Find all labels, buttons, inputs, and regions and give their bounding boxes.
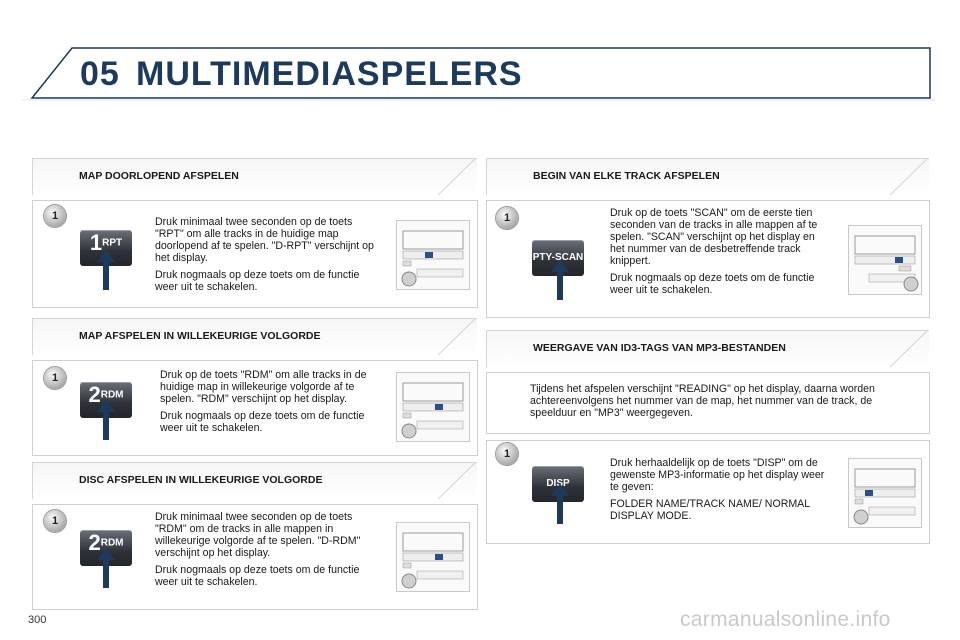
radio-panel-illustration — [848, 458, 922, 528]
section-header-map-willekeurig: MAP AFSPELEN IN WILLEKEURIGE VOLGORDE — [32, 318, 477, 356]
radio-panel-illustration — [396, 522, 470, 592]
section-text: Druk minimaal twee seconden op de toets … — [155, 511, 361, 588]
step-number-badge: 1 — [44, 510, 66, 532]
step-number-badge: 1 — [44, 205, 66, 227]
up-arrow-icon — [97, 250, 115, 290]
section-text: Druk minimaal twee seconden op de toets … — [155, 216, 374, 293]
radio-panel-illustration — [396, 220, 470, 290]
up-arrow-icon — [551, 484, 569, 524]
section-text: Druk op de toets "SCAN" om de eerste tie… — [610, 207, 818, 296]
section-title: MAP DOORLOPEND AFSPELEN — [79, 170, 239, 182]
section-title: DISC AFSPELEN IN WILLEKEURIGE VOLGORDE — [79, 474, 323, 486]
section-header-id3-tags: WEERGAVE VAN ID3-TAGS VAN MP3-BESTANDEN — [486, 330, 929, 368]
radio-panel-illustration — [848, 225, 922, 295]
section-header-map-doorlopend: MAP DOORLOPEND AFSPELEN — [32, 158, 477, 196]
chapter-title: MULTIMEDIASPELERS — [136, 55, 523, 93]
up-arrow-icon — [551, 260, 569, 300]
section-intro-text: Tijdens het afspelen verschijnt "READING… — [530, 383, 875, 419]
watermark: carmanualsonline.info — [680, 608, 891, 631]
section-title: MAP AFSPELEN IN WILLEKEURIGE VOLGORDE — [79, 330, 321, 342]
section-title: WEERGAVE VAN ID3-TAGS VAN MP3-BESTANDEN — [533, 342, 786, 354]
section-intro-box — [486, 372, 930, 434]
up-arrow-icon — [97, 548, 115, 588]
step-number-badge: 1 — [496, 443, 518, 465]
step-number-badge: 1 — [496, 207, 518, 229]
chapter-number: 05 — [80, 55, 120, 93]
header-frame — [22, 47, 935, 101]
section-title: BEGIN VAN ELKE TRACK AFSPELEN — [533, 170, 720, 182]
radio-panel-illustration — [396, 372, 470, 442]
section-header-begin-track: BEGIN VAN ELKE TRACK AFSPELEN — [486, 158, 929, 196]
section-header-disc-willekeurig: DISC AFSPELEN IN WILLEKEURIGE VOLGORDE — [32, 462, 477, 500]
section-text: Druk herhaaldelijk op de toets "DISP" om… — [610, 457, 825, 522]
disp-button-icon: DISP — [532, 466, 584, 502]
step-number-badge: 1 — [44, 367, 66, 389]
page-number: 300 — [28, 614, 47, 626]
section-text: Druk op de toets "RDM" om alle tracks in… — [160, 369, 367, 434]
up-arrow-icon — [97, 400, 115, 440]
